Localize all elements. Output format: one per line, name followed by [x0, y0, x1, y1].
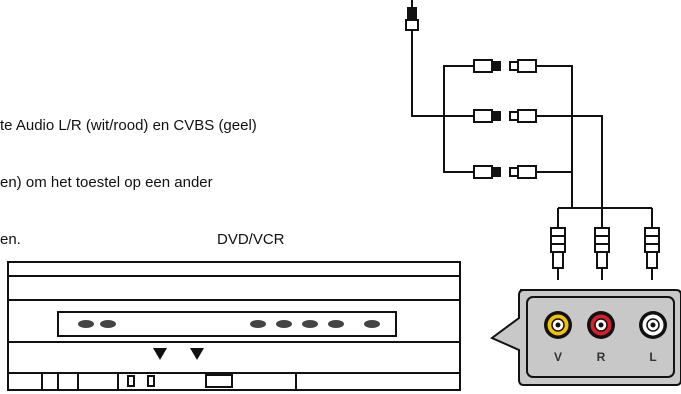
device-buttons-left [78, 320, 116, 328]
jack-label-r: R [597, 350, 606, 364]
instruction-caption: te Audio L/R (wit/rood) en CVBS (geel) e… [0, 78, 257, 268]
av-jack-icon-r: R [587, 311, 615, 364]
caption-line-2: en) om het toestel op een ander [0, 174, 213, 191]
rca-coupler-icon-row-1 [473, 59, 537, 73]
jack-label-l: L [649, 350, 656, 364]
caption-line-1: te Audio L/R (wit/rood) en CVBS (geel) [0, 117, 257, 134]
rca-plug-icon-left [644, 227, 660, 280]
rca-plug-icon-video [550, 227, 566, 280]
av-jack-icon-l: L [639, 311, 667, 364]
av-jack-icon-v: V [544, 311, 572, 364]
rca-coupler-icon-row-2 [473, 109, 537, 123]
down-arrow-icon [190, 348, 204, 360]
down-arrow-icon [153, 348, 167, 360]
device-label: DVD/VCR [217, 231, 285, 248]
source-plug-icon [405, 0, 419, 40]
dvd-vcr-device [7, 261, 461, 391]
caption-line-3: en. [0, 231, 21, 248]
jack-label-v: V [554, 350, 562, 364]
rca-coupler-icon-row-3 [473, 165, 537, 179]
cable-harness [411, 40, 653, 228]
device-buttons-right [250, 320, 380, 328]
rca-plug-icon-right [594, 227, 610, 280]
